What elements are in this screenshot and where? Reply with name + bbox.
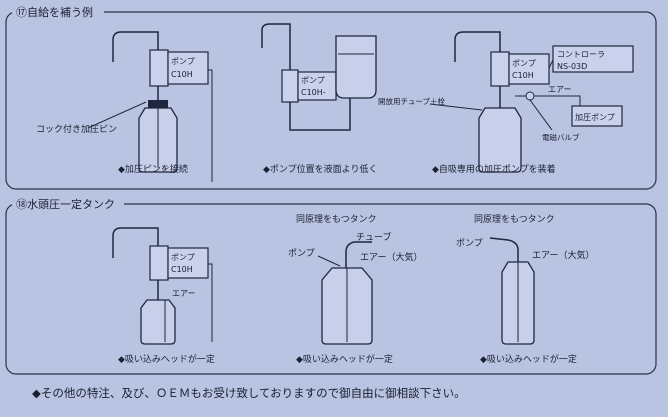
panel-pressure-pump: ポンプ C10H コントローラ NS-03D エアー 加圧ポンプ 開放用チューブ… [378,31,634,175]
panel-tank-tall: 同原理をもつタンク ポンプ エアー（大気） ◆吸い込みヘッドが一定 [456,214,594,365]
section-frame-1 [5,11,657,190]
controller-model: NS-03D [557,62,587,71]
pump-model-3: C10H [512,71,534,80]
pump-body-4 [167,247,209,279]
tank-2 [335,35,377,99]
pump-label-5: ポンプ [288,248,315,259]
panel-pressure-pin: ポンプ C10H コック付き加圧ピン ◆加圧ピンを接続 [36,31,213,182]
pump-head-4 [149,245,169,281]
tube-plug-leader [429,103,483,111]
pump-label: ポンプ [171,57,195,66]
pump-label-4: ポンプ [171,253,195,262]
pump-body [167,51,209,85]
discharge-pipe-3 [454,31,501,62]
controller-cable [548,59,554,69]
section-title-1: ⑰自給を補う例 [16,5,93,19]
air-label-3: エアー [548,85,572,94]
tube-5 [345,241,372,268]
same-principle-label-1: 同原理をもつタンク [296,214,377,225]
pump-label-6: ポンプ [456,238,483,249]
pin-leader [87,101,147,129]
pump-model-4: C10H [171,265,193,274]
caption-4: ◆吸い込みヘッドが一定 [118,353,215,365]
caption-3: ◆自吸専用の加圧ポンプを装着 [432,163,556,175]
tube-6 [489,237,519,262]
caption-5: ◆吸い込みヘッドが一定 [296,353,393,365]
power-cord-4 [208,263,213,342]
same-principle-label-2: 同原理をもつタンク [474,214,555,225]
solenoid-label: 電磁バルブ [542,132,580,142]
solenoid-valve [525,91,535,101]
bottle-3 [478,107,522,173]
suction-line-2 [289,96,351,131]
panel-low-pump: ポンプ C10H- ◆ポンプ位置を液面より低く [261,23,377,175]
pump-label-3: ポンプ [512,59,536,68]
pressure-pump-label: 加圧ポンプ [575,112,615,122]
air-line [515,95,581,110]
discharge-pipe-2 [261,23,291,70]
caption-2: ◆ポンプ位置を液面より低く [263,163,377,175]
pump-model-2: C10H- [301,88,326,97]
discharge-pipe-4 [112,227,159,258]
bottle-cap [148,100,168,108]
caption-6: ◆吸い込みヘッドが一定 [480,353,577,365]
controller-label: コントローラ [557,50,605,59]
pump-label-2: ポンプ [301,76,325,85]
pump-head [149,49,169,87]
tube-label: チューブ [356,231,391,243]
panel-constant-head: ポンプ C10H エアー ◆吸い込みヘッドが一定 [112,227,215,365]
air-atm-label-2: エアー（大気） [532,249,594,261]
tube-plug-label: 開放用チューブ＋栓 [378,96,446,106]
air-label-4: エアー [172,289,196,298]
pump-model: C10H [171,70,193,79]
section-frame-2 [5,203,657,375]
caption-1: ◆加圧ピンを接続 [118,163,188,175]
pump-body-3 [508,53,550,85]
section-title-bg-2 [12,196,124,212]
controller-box [552,45,634,73]
footer-note: ◆その他の特注、及び、ＯＥＭもお受け致しておりますので御自由に御相談下さい。 [32,386,466,400]
pump-body-2 [297,71,337,101]
pump-head-2 [281,69,299,103]
pressure-pump-box [571,105,623,127]
solenoid-leader [529,99,553,131]
bottle-4 [140,299,176,345]
pressure-pin-label: コック付き加圧ピン [36,124,117,135]
pump-head-3 [490,51,510,87]
discharge-pipe [112,31,159,62]
power-cord [208,69,213,182]
panel-tank-wide: 同原理をもつタンク チューブ ポンプ エアー（大気） ◆吸い込みヘッドが一定 [288,214,422,365]
section-title-2: ⑱水頭圧一定タンク [16,197,115,211]
air-atm-label-1: エアー（大気） [360,251,422,263]
section-title-bg-1 [12,4,104,20]
pump-leader-5 [317,255,341,267]
